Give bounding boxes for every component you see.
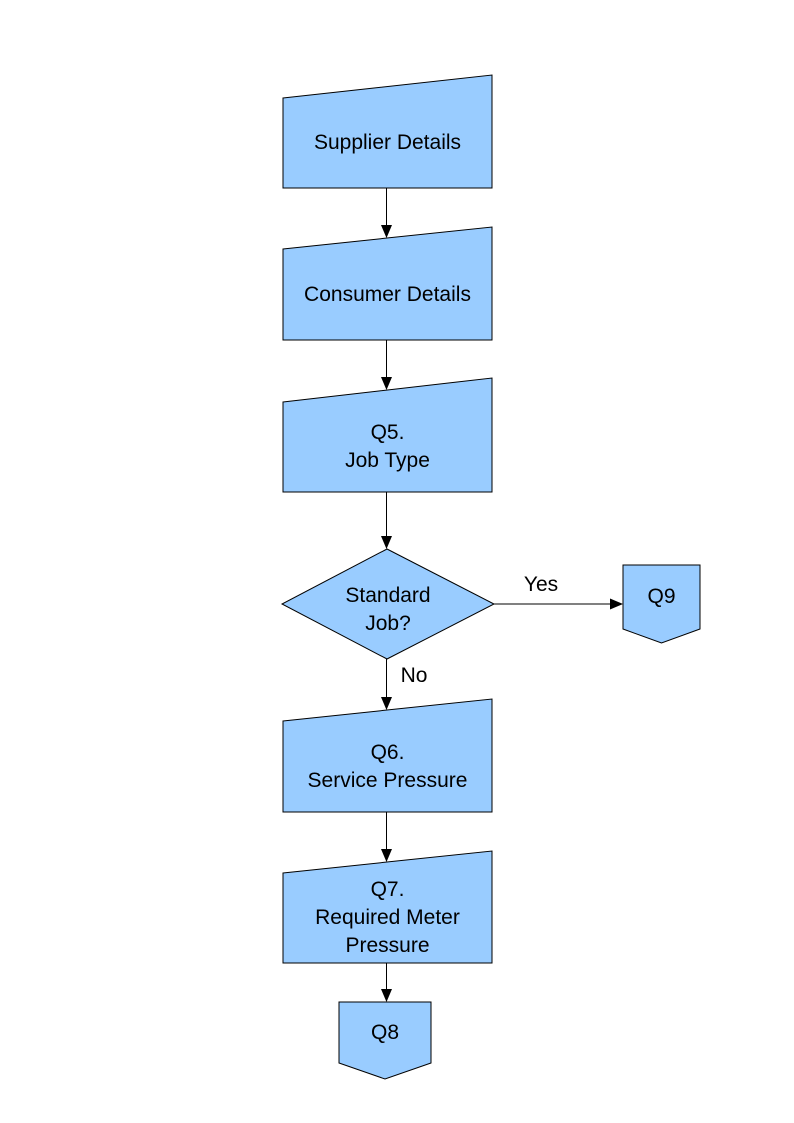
q9-text: Q9 <box>647 585 676 608</box>
decision-line2-text: Job? <box>365 612 411 635</box>
arrowhead-q5-to-decision <box>381 536 392 549</box>
q7-title-line1-text: Required Meter <box>315 906 460 929</box>
q6-title-text: Service Pressure <box>307 768 468 792</box>
arrowhead-q6-to-q7 <box>381 849 392 862</box>
q5-number-text: Q5. <box>370 421 405 444</box>
node-q5-job-type-label: Q5. Job Type <box>283 402 492 492</box>
supplier-details-text: Supplier Details <box>313 131 462 154</box>
edge-label-no: No <box>400 664 428 687</box>
node-q6-service-pressure-shape <box>282 698 493 813</box>
node-standard-job-decision-shape <box>280 548 496 660</box>
node-q9-connector-label: Q9 <box>623 565 700 629</box>
node-q7-required-meter-pressure-shape <box>282 850 493 964</box>
arrowhead-consumer-to-q5 <box>381 377 392 390</box>
node-consumer-details-label: Consumer Details <box>283 249 492 340</box>
node-supplier-details-label: Supplier Details <box>283 98 492 188</box>
edge-label-yes: Yes <box>523 573 559 596</box>
node-q6-service-pressure-label: Q6. Service Pressure <box>283 721 492 812</box>
node-q8-connector-label: Q8 <box>339 1002 431 1063</box>
arrowhead-supplier-to-consumer <box>381 225 392 238</box>
decision-line1-text: Standard <box>345 584 431 607</box>
q8-text: Q8 <box>370 1020 399 1044</box>
arrowhead-q7-to-q8 <box>381 989 392 1002</box>
q5-title-text: Job Type <box>345 449 430 472</box>
node-q9-connector-shape <box>622 564 701 644</box>
node-q7-required-meter-pressure-label: Q7. Required Meter Pressure <box>283 873 492 963</box>
q7-title-line2-text: Pressure <box>345 934 430 957</box>
node-standard-job-decision-label: Standard Job? <box>282 555 494 665</box>
consumer-details-text: Consumer Details <box>304 282 471 306</box>
node-q5-job-type-shape <box>282 377 493 493</box>
q7-number-text: Q7. <box>370 878 405 901</box>
arrowhead-decision-to-q9 <box>610 598 623 610</box>
node-consumer-details-shape <box>282 226 493 341</box>
arrowhead-decision-to-q6 <box>381 697 392 710</box>
node-q8-connector-shape <box>338 1001 432 1080</box>
node-supplier-details-shape <box>282 74 493 189</box>
q6-number-text: Q6. <box>370 740 405 764</box>
